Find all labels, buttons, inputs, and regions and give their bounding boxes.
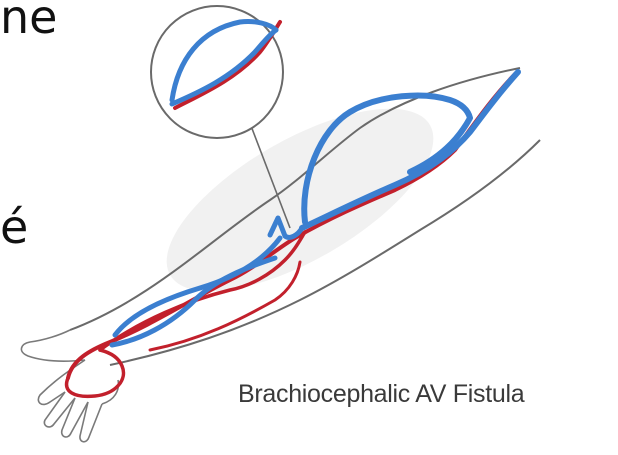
artery-hand-loop	[67, 350, 124, 396]
elbow-outline	[21, 330, 85, 361]
figure-caption: Brachiocephalic AV Fistula	[238, 380, 524, 409]
hand-drawing	[38, 360, 118, 442]
